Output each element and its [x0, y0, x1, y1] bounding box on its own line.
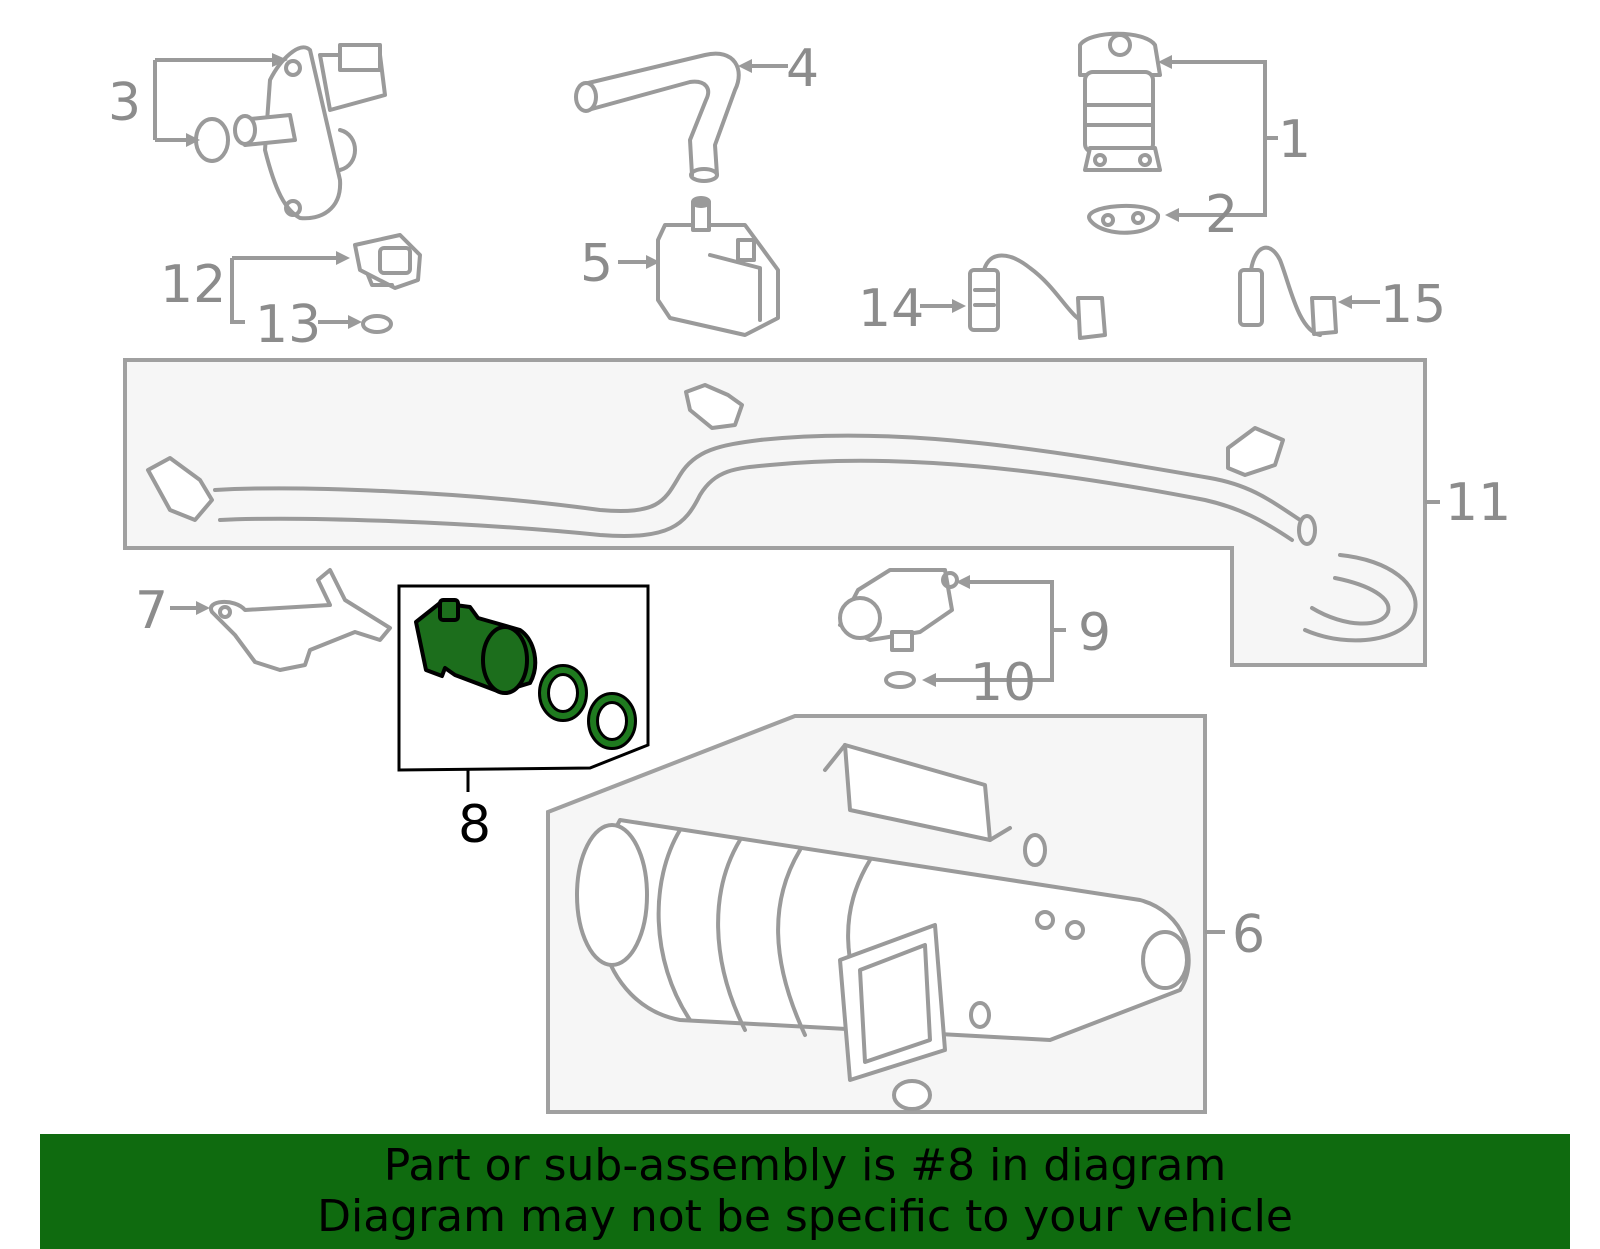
callout-11: 11	[1445, 473, 1511, 533]
callout-2: 2	[1205, 185, 1238, 245]
part-14-sensor	[968, 253, 1107, 340]
part-3-o-ring	[194, 117, 230, 163]
part-1-valve	[1078, 31, 1162, 172]
leader-lines	[153, 53, 1440, 934]
callout-14: 14	[858, 279, 924, 339]
part-11-box	[123, 358, 1427, 667]
callout-12: 12	[160, 255, 226, 315]
info-banner: Part or sub-assembly is #8 in diagram Di…	[40, 1134, 1570, 1249]
banner-line-2: Diagram may not be specific to your vehi…	[317, 1191, 1293, 1242]
part-5-solenoid	[656, 196, 780, 337]
part-11-u-hose	[1303, 553, 1418, 643]
callout-1: 1	[1278, 110, 1311, 170]
part-8-group	[397, 584, 650, 792]
part-4-hose	[574, 51, 741, 183]
part-12-sensor	[353, 233, 422, 290]
callout-10: 10	[970, 653, 1036, 713]
part-11-hose	[146, 383, 1317, 546]
part-3-valve	[233, 43, 387, 221]
part-7-bracket	[208, 568, 392, 672]
part-2-gasket	[1087, 204, 1160, 235]
callout-6: 6	[1232, 905, 1265, 965]
callout-9: 9	[1078, 603, 1111, 663]
callout-13: 13	[255, 295, 321, 355]
callout-4: 4	[786, 39, 819, 99]
part-6-canister	[575, 743, 1191, 1111]
callout-3: 3	[108, 73, 141, 133]
part-13-washer	[361, 314, 393, 334]
callout-15: 15	[1380, 275, 1446, 335]
part-10-washer	[884, 671, 916, 689]
part-15-sensor	[1238, 245, 1338, 337]
callout-5: 5	[580, 234, 613, 294]
callout-8: 8	[458, 795, 491, 855]
banner-line-1: Part or sub-assembly is #8 in diagram	[383, 1140, 1227, 1191]
part-9-sensor	[838, 568, 959, 652]
callout-7: 7	[135, 581, 168, 641]
